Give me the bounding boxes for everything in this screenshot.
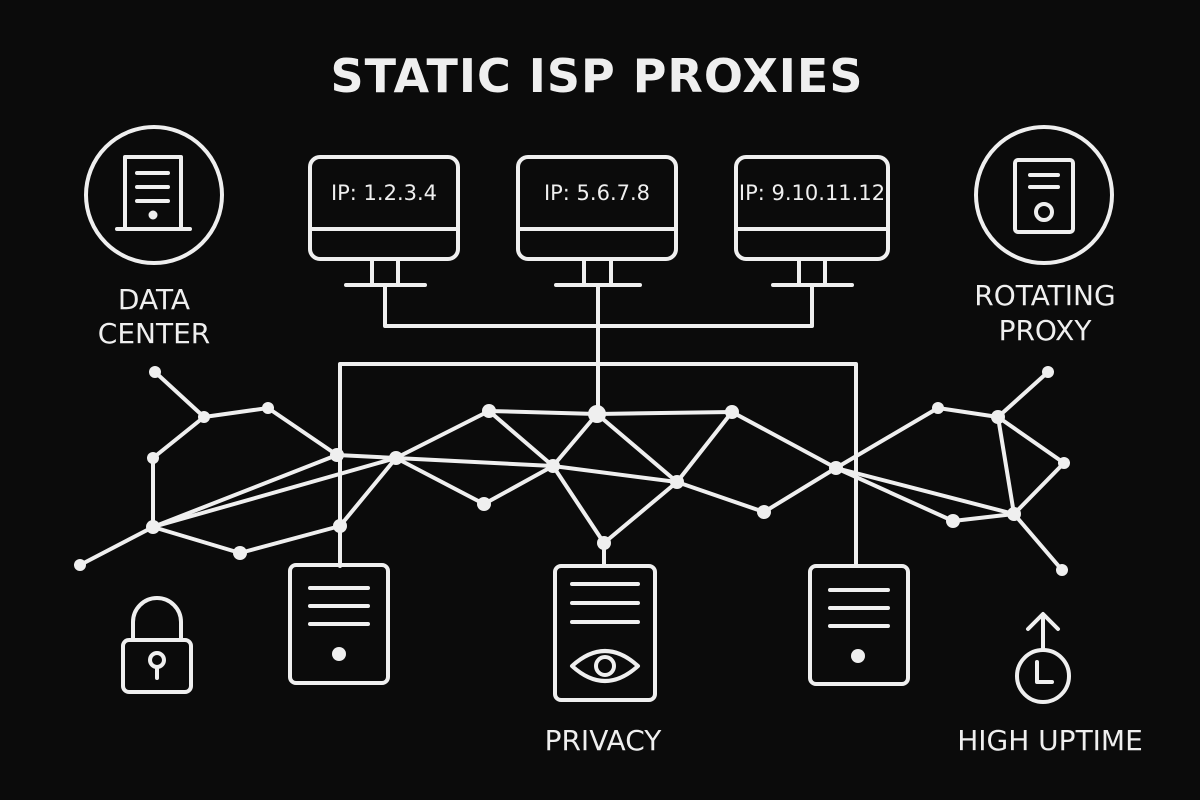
- uptime-clock-icon: [1015, 612, 1071, 704]
- monitor-3-ip: IP: 9.10.11.12: [739, 181, 885, 205]
- privacy-label: PRIVACY: [545, 724, 663, 757]
- monitor-2: [516, 155, 678, 287]
- data-center-label-line2: CENTER: [98, 317, 210, 350]
- mesh-nodes: [74, 366, 1070, 576]
- high-uptime-label: HIGH UPTIME: [957, 724, 1143, 757]
- rotating-proxy-label-line1: ROTATING: [974, 279, 1115, 312]
- server-icon: [288, 563, 390, 685]
- rotating-proxy-icon: [974, 125, 1114, 265]
- page-title: STATIC ISP PROXIES: [331, 49, 864, 103]
- data-center-icon: [84, 125, 224, 265]
- network-mesh: [74, 366, 1070, 576]
- monitor-3: [734, 155, 890, 287]
- mesh-edges: [78, 370, 1066, 572]
- connector-bus: [338, 285, 858, 568]
- monitor-1: [308, 155, 460, 287]
- monitor-2-ip: IP: 5.6.7.8: [544, 181, 650, 205]
- lock-icon: [121, 596, 193, 694]
- data-center-label-line1: DATA: [118, 283, 190, 316]
- eye-icon: [570, 649, 640, 683]
- rotating-proxy-label-line2: PROXY: [999, 314, 1093, 347]
- server-icon: [808, 564, 910, 686]
- monitor-1-ip: IP: 1.2.3.4: [331, 181, 437, 205]
- privacy-server-icon: [553, 564, 657, 702]
